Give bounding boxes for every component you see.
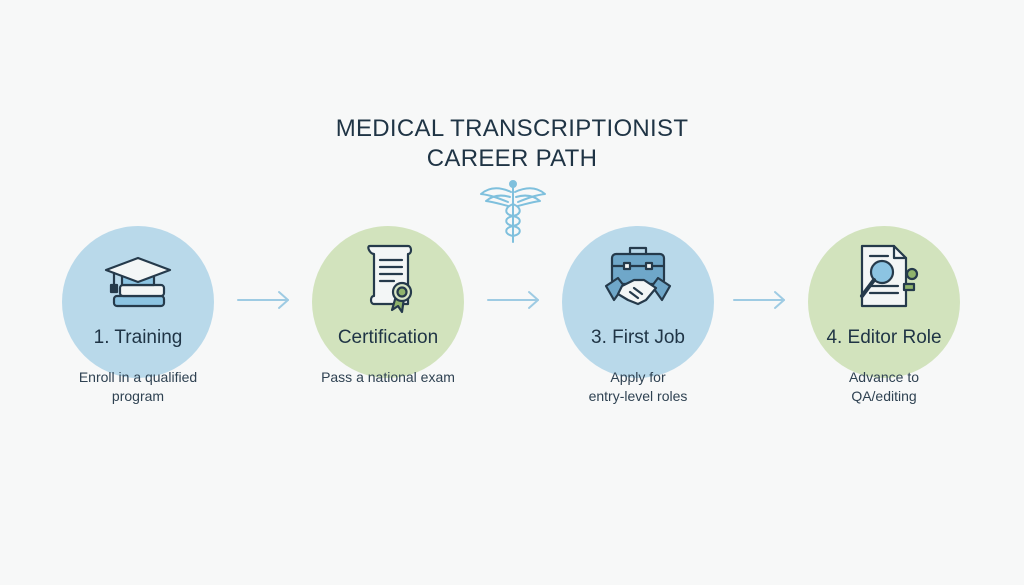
step-desc-line: program bbox=[111, 388, 165, 404]
step-desc-line: entry-level roles bbox=[588, 388, 688, 404]
step-description: Enroll in a qualified program bbox=[32, 368, 244, 406]
step-title: 3. First Job bbox=[591, 327, 685, 348]
arrow-right-icon bbox=[733, 291, 785, 309]
step-desc-line: Apply for bbox=[610, 369, 666, 385]
step-desc-line: Enroll in a qualified bbox=[78, 369, 198, 385]
step-desc-line: QA/editing bbox=[851, 388, 917, 404]
step-circle bbox=[312, 226, 464, 378]
step-description: Apply for entry-level roles bbox=[532, 368, 744, 406]
title-line-2: CAREER PATH bbox=[426, 145, 598, 172]
step-circle bbox=[62, 226, 214, 378]
step-desc-line: Advance to bbox=[848, 369, 920, 385]
document-magnifier-icon bbox=[860, 244, 919, 308]
step-circle bbox=[562, 226, 714, 378]
arrow-right-icon bbox=[237, 291, 289, 309]
step-title: Certification bbox=[337, 327, 439, 348]
page-title: MEDICAL TRANSCRIPTIONIST CAREER PATH bbox=[0, 114, 1024, 174]
title-line-1: MEDICAL TRANSCRIPTIONIST bbox=[335, 115, 689, 142]
step-title: 1. Training bbox=[93, 327, 183, 348]
briefcase-handshake-icon bbox=[604, 246, 672, 306]
step-description: Advance to QA/editing bbox=[778, 368, 990, 406]
step-circle bbox=[808, 226, 960, 378]
arrow-right-icon bbox=[487, 291, 539, 309]
step-description: Pass a national exam bbox=[282, 368, 494, 387]
step-title: 4. Editor Role bbox=[826, 327, 942, 348]
certificate-scroll-icon bbox=[367, 244, 413, 314]
caduceus-icon bbox=[480, 180, 546, 243]
graduation-cap-books-icon bbox=[104, 256, 172, 308]
step-desc-line: Pass a national exam bbox=[321, 369, 455, 385]
